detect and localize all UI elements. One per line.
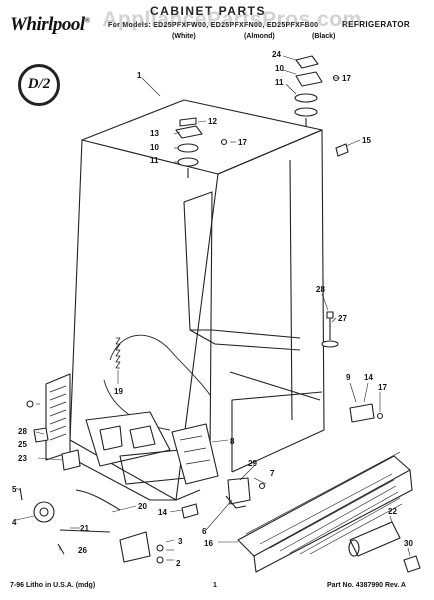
callout-19: 19 <box>114 387 123 396</box>
callout-30: 30 <box>404 539 413 548</box>
category-label: REFRIGERATOR <box>342 20 411 29</box>
roller-assembly <box>19 487 55 523</box>
heater-coil <box>115 337 121 369</box>
left-side-vent <box>45 373 71 461</box>
callout-8: 8 <box>230 437 235 446</box>
callout-11-right: 11 <box>275 78 284 87</box>
callout-14-right: 14 <box>364 373 373 382</box>
badge-label: D/2 <box>27 76 51 92</box>
d2-badge: D/2 <box>18 64 60 106</box>
callout-9: 9 <box>346 373 351 382</box>
top-hinge-left <box>175 117 203 178</box>
compressor-assembly <box>85 411 187 485</box>
duct-part <box>171 423 219 485</box>
callout-15: 15 <box>362 136 371 145</box>
callout-6: 6 <box>202 527 207 536</box>
top-hinge-right <box>294 55 323 126</box>
callout-24: 24 <box>272 50 281 59</box>
callout-11-left: 11 <box>150 156 159 165</box>
cylinder-part <box>348 521 401 557</box>
callout-12: 12 <box>208 117 217 126</box>
callout-3: 3 <box>178 537 183 546</box>
brand-logo: Whirlpool® <box>10 14 90 35</box>
callout-5: 5 <box>12 485 17 494</box>
watermark: AppliancePartsPros.com <box>102 8 362 31</box>
footer-part-number: Part No. 4387990 Rev. A <box>327 582 406 589</box>
color-black: (Black) <box>312 33 336 40</box>
leveling-foot <box>321 311 339 348</box>
model-list: For Models: ED25PFXFW00, ED25PFXFN00, ED… <box>108 22 319 29</box>
front-grille <box>237 451 413 573</box>
color-white: (White) <box>172 33 196 40</box>
callout-17-top: 17 <box>238 138 247 147</box>
header: Whirlpool® CABINET PARTS For Models: ED2… <box>0 0 434 60</box>
callout-16: 16 <box>204 539 213 548</box>
callout-13: 13 <box>150 129 159 138</box>
callout-4: 4 <box>12 518 17 527</box>
callout-20: 20 <box>138 502 147 511</box>
callout-28-left: 28 <box>18 427 27 436</box>
callout-17-right: 17 <box>342 74 351 83</box>
callout-27: 27 <box>338 314 347 323</box>
cabinet-shell <box>59 99 325 501</box>
callout-17-lower: 17 <box>378 383 387 392</box>
callout-7: 7 <box>270 469 275 478</box>
callout-29: 29 <box>248 459 257 468</box>
callout-10-right: 10 <box>275 64 284 73</box>
callout-25: 25 <box>18 440 27 449</box>
callout-23: 23 <box>18 454 27 463</box>
callout-2: 2 <box>176 559 181 568</box>
callout-26: 26 <box>78 546 87 555</box>
footer-page-number: 1 <box>213 582 217 589</box>
callout-10-left: 10 <box>150 143 159 152</box>
callout-22: 22 <box>388 507 397 516</box>
callout-28-right: 28 <box>316 285 325 294</box>
callout-14-lower: 14 <box>158 508 167 517</box>
footer-litho: 7-96 Litho in U.S.A. (mdg) <box>10 582 96 589</box>
callout-1: 1 <box>137 71 142 80</box>
callout-21: 21 <box>80 524 89 533</box>
color-almond: (Almond) <box>244 33 275 40</box>
page-title: CABINET PARTS <box>150 4 266 18</box>
